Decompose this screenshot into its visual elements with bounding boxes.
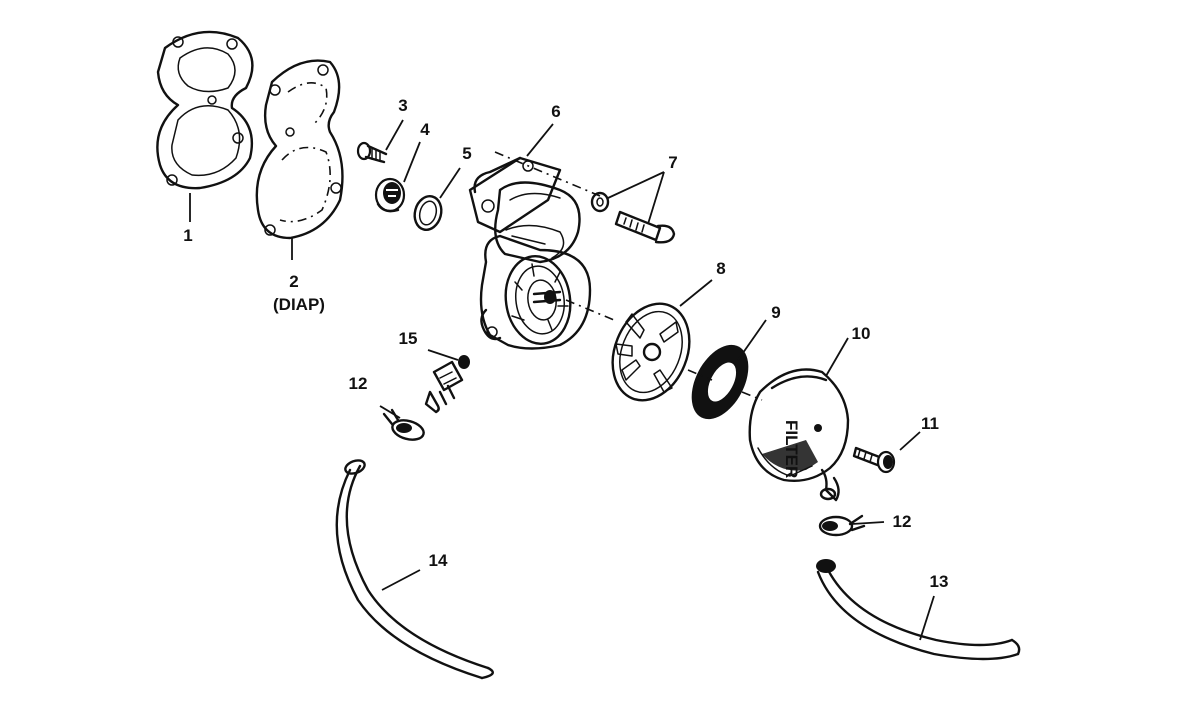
label-part-15: 15	[399, 329, 418, 348]
label-part-1: 1	[183, 226, 192, 245]
label-part-14: 14	[429, 551, 448, 570]
label-part-12-left: 12	[349, 374, 368, 393]
part-13-short-hose	[816, 559, 1021, 661]
part-3-screw	[356, 141, 388, 164]
part-15-fitting	[424, 355, 470, 414]
label-part-6: 6	[551, 102, 560, 121]
label-part-5: 5	[462, 144, 471, 163]
part-2-diaphragm	[255, 59, 344, 240]
callout-labels: 1 2 (DIAP) 3 4 5 6 7 8 9 10 11 12 12 13 …	[183, 96, 948, 591]
part-11-bolt	[852, 446, 896, 474]
label-part-9: 9	[771, 303, 780, 322]
part-8-spoked-plate	[611, 302, 691, 402]
label-part-2-note: (DIAP)	[273, 295, 325, 314]
part-7-screw-and-washer	[590, 191, 676, 244]
label-part-11: 11	[921, 414, 939, 433]
part-12-clamp-left	[382, 408, 425, 441]
label-part-8: 8	[716, 259, 725, 278]
part-10-filter-bowl: FILTER	[748, 368, 850, 502]
label-part-3: 3	[398, 96, 407, 115]
part-9-seal-ring	[691, 344, 749, 420]
part-4-valve	[374, 177, 406, 213]
part-6-pump-body	[468, 156, 592, 350]
label-part-7: 7	[668, 153, 677, 172]
part-14-long-hose	[335, 459, 494, 680]
leader-lines	[189, 119, 935, 641]
label-part-13: 13	[930, 572, 949, 591]
label-part-4: 4	[420, 120, 430, 139]
label-part-10: 10	[852, 324, 871, 343]
label-part-12-right: 12	[893, 512, 912, 531]
centerline	[494, 151, 763, 401]
filter-label-text: FILTER	[782, 420, 801, 478]
label-part-2: 2	[289, 272, 298, 291]
part-12-clamp-right	[818, 514, 866, 537]
part-1-gasket	[156, 30, 254, 190]
part-5-o-ring	[413, 195, 443, 231]
